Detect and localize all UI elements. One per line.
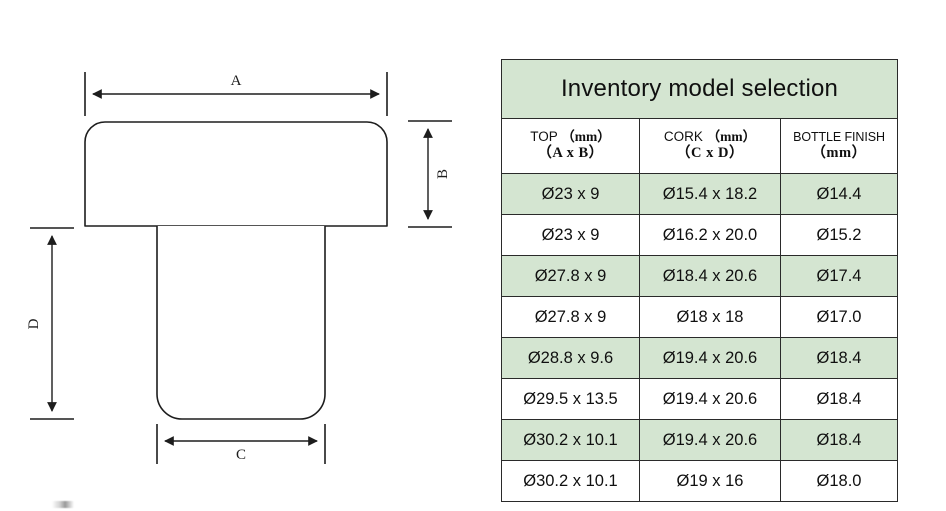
cell-top: Ø29.5 x 13.5	[501, 378, 640, 420]
cell-top: Ø30.2 x 10.1	[501, 460, 640, 502]
table-title-row: Inventory model selection	[500, 59, 899, 119]
table-row: Ø27.8 x 9 Ø18.4 x 20.6 Ø17.4	[501, 255, 899, 297]
column-header-top-axes: （A x B）	[537, 145, 604, 162]
cell-cork: Ø19.4 x 20.6	[639, 378, 781, 420]
cell-top: Ø30.2 x 10.1	[501, 419, 640, 461]
column-header-cork-name: CORK	[663, 129, 703, 145]
table-row: Ø23 x 9 Ø16.2 x 20.0 Ø15.2	[501, 214, 899, 256]
cell-cork: Ø19.4 x 20.6	[639, 419, 781, 461]
cell-top: Ø27.8 x 9	[501, 296, 640, 338]
cap-top-flange-outline	[84, 121, 388, 227]
column-header-bottle-finish-unit: （mm）	[811, 144, 867, 161]
cell-cork: Ø16.2 x 20.0	[639, 214, 781, 256]
cell-finish: Ø15.2	[779, 214, 899, 256]
cell-cork: Ø19.4 x 20.6	[639, 337, 781, 379]
dim-d-label: D	[26, 318, 42, 329]
dim-c-label: C	[236, 447, 246, 463]
cell-cork: Ø19 x 16	[639, 460, 781, 502]
cell-finish: Ø17.4	[779, 255, 899, 297]
table-row: Ø30.2 x 10.1 Ø19 x 16 Ø18.0	[501, 460, 899, 502]
column-header-bottle-finish: BOTTLE FINISH （mm）	[779, 118, 899, 174]
cell-top: Ø23 x 9	[501, 214, 640, 256]
cell-finish: Ø18.0	[779, 460, 899, 502]
cell-cork: Ø15.4 x 18.2	[639, 173, 781, 215]
watermark-fragment	[52, 501, 74, 508]
column-header-top: TOP （mm） （A x B）	[501, 118, 640, 174]
table-row: Ø28.8 x 9.6 Ø19.4 x 20.6 Ø18.4	[501, 337, 899, 379]
table-header-row: TOP （mm） （A x B） CORK （mm） （C x D）	[501, 118, 899, 174]
dim-a-label: A	[231, 73, 242, 89]
table-row: Ø27.8 x 9 Ø18 x 18 Ø17.0	[501, 296, 899, 338]
cell-finish: Ø14.4	[779, 173, 899, 215]
inventory-model-selection-table: Inventory model selection TOP （mm） （A x …	[500, 59, 899, 502]
cell-cork: Ø18.4 x 20.6	[639, 255, 781, 297]
cell-finish: Ø17.0	[779, 296, 899, 338]
cell-top: Ø28.8 x 9.6	[501, 337, 640, 379]
column-header-cork-unit: （mm）	[706, 129, 757, 145]
column-header-cork-axes: （C x D）	[676, 145, 744, 162]
technical-drawing: A B D C	[26, 72, 452, 464]
column-header-top-name: TOP	[530, 129, 558, 145]
table-row: Ø29.5 x 13.5 Ø19.4 x 20.6 Ø18.4	[501, 378, 899, 420]
cell-finish: Ø18.4	[779, 337, 899, 379]
column-header-cork: CORK （mm） （C x D）	[639, 118, 781, 174]
dim-b-label: B	[435, 169, 451, 179]
cell-finish: Ø18.4	[779, 419, 899, 461]
inventory-table-container: Inventory model selection TOP （mm） （A x …	[500, 59, 899, 502]
cell-top: Ø27.8 x 9	[501, 255, 640, 297]
table-row: Ø30.2 x 10.1 Ø19.4 x 20.6 Ø18.4	[501, 419, 899, 461]
cell-finish: Ø18.4	[779, 378, 899, 420]
cork-stem-outline	[156, 226, 326, 420]
column-header-top-unit: （mm）	[561, 129, 611, 145]
cell-cork: Ø18 x 18	[639, 296, 781, 338]
column-header-bottle-finish-name: BOTTLE FINISH	[793, 130, 885, 145]
table-title: Inventory model selection	[500, 59, 899, 119]
table-row: Ø23 x 9 Ø15.4 x 18.2 Ø14.4	[501, 173, 899, 215]
cell-top: Ø23 x 9	[501, 173, 640, 215]
